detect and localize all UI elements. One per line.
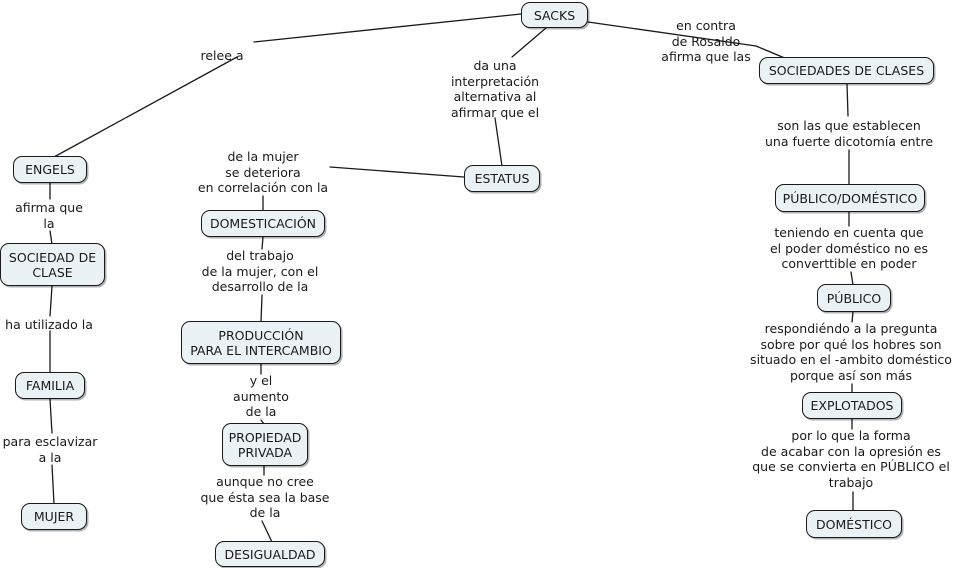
node-mujer[interactable]: MUJER <box>21 503 87 530</box>
edge-aunqueno-to-desigualdad <box>261 520 273 543</box>
link-label-afirmaque: afirma que la <box>15 200 83 231</box>
node-publicodom[interactable]: PÚBLICO/DOMÉSTICO <box>775 184 925 212</box>
edge-familia-to-paraesclav <box>49 398 53 434</box>
edge-estatus-to-delamujer <box>329 166 465 178</box>
node-sociedadclase[interactable]: SOCIEDAD DE CLASE <box>0 243 105 286</box>
link-label-deltrabajo: del trabajo de la mujer, con el desarrol… <box>201 248 319 294</box>
link-label-hautilizado: ha utilizado la <box>5 317 93 332</box>
node-estatus[interactable]: ESTATUS <box>464 165 540 192</box>
edge-sacks-to-relee-label <box>253 13 522 43</box>
edge-paraesclav-to-mujer <box>51 464 55 505</box>
link-label-respondiendo: respondiéndo a la pregunta sobre por qué… <box>750 321 952 383</box>
node-familia[interactable]: FAMILIA <box>15 372 85 399</box>
edge-sacks-to-daunainterp <box>511 27 547 58</box>
node-explotados[interactable]: EXPLOTADOS <box>802 392 902 419</box>
edge-relee-label-to-engels <box>53 56 238 158</box>
node-desigualdad[interactable]: DESIGUALDAD <box>215 541 325 567</box>
link-label-paraesclav: para esclavizar a la <box>2 434 98 465</box>
link-label-sonlasque: son las que establecen una fuerte dicoto… <box>764 118 934 149</box>
link-label-delamujer: de la mujer se deteriora en correlación … <box>197 149 329 195</box>
node-sociedades[interactable]: SOCIEDADES DE CLASES <box>759 57 934 84</box>
link-label-aunqueno: aunque no cree que ésta sea la base de l… <box>200 474 330 520</box>
link-label-relee: relee a <box>200 48 244 63</box>
node-produccion[interactable]: PRODUCCIÓN PARA EL INTERCAMBIO <box>181 321 341 364</box>
node-domestico[interactable]: DOMÉSTICO <box>806 510 902 538</box>
edge-sociedadclase-to-hautilizado <box>49 285 53 317</box>
edge-sociedades-to-sonlasque <box>846 83 849 117</box>
edge-deltrabajo-to-produccion <box>260 294 263 323</box>
node-engels[interactable]: ENGELS <box>13 156 87 183</box>
link-label-daunainterp: da una interpretación alternativa al afi… <box>450 58 540 120</box>
node-sacks[interactable]: SACKS <box>521 2 588 28</box>
edge-daunainterp-to-estatus <box>494 117 503 167</box>
node-propiedad[interactable]: PROPIEDAD PRIVADA <box>222 423 308 466</box>
link-label-porloque: por lo que la forma de acabar con la opr… <box>752 428 950 490</box>
link-label-encontra: en contra de Rosaldo afirma que las <box>661 18 751 64</box>
link-label-yelaumento: y el aumento de la <box>233 373 289 419</box>
node-domesticacion[interactable]: DOMESTICACIÓN <box>201 210 325 237</box>
link-label-teniendo: teniendo en cuenta que el poder doméstic… <box>769 225 929 271</box>
node-publico[interactable]: PÚBLICO <box>817 284 891 312</box>
